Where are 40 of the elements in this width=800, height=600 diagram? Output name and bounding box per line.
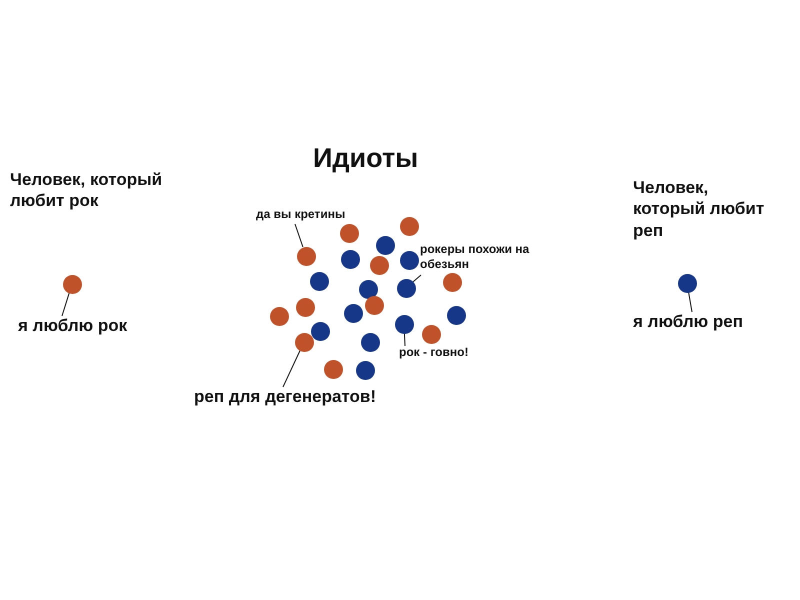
quote-text: я люблю рок xyxy=(18,315,128,336)
dot xyxy=(364,296,384,314)
dot xyxy=(340,250,360,268)
dot xyxy=(394,314,414,334)
dot xyxy=(370,256,388,274)
dot xyxy=(294,332,314,352)
dot xyxy=(396,278,416,298)
dot xyxy=(358,280,378,298)
dot xyxy=(296,246,316,266)
title: Идиоты xyxy=(313,142,418,175)
quote-text: реп для дегенератов! xyxy=(194,386,376,408)
dot xyxy=(446,306,466,324)
dot xyxy=(340,224,358,242)
leader-line xyxy=(282,350,300,388)
dot xyxy=(400,216,418,236)
dot xyxy=(360,332,380,352)
dot xyxy=(356,360,374,380)
dot xyxy=(678,274,696,292)
dot xyxy=(422,324,440,344)
quote-text: рокеры похожи на обезьян xyxy=(420,242,560,272)
dot xyxy=(442,272,462,292)
dot xyxy=(310,272,328,290)
dot xyxy=(344,304,362,322)
leader-line xyxy=(62,292,70,316)
dot xyxy=(296,298,314,316)
dot xyxy=(376,236,394,254)
dot xyxy=(270,306,288,326)
leader-line xyxy=(412,274,422,282)
dot xyxy=(324,360,342,378)
dot xyxy=(310,322,330,340)
heading-text: Человек, который любит рок xyxy=(10,169,164,212)
heading-text: Человек, который любит реп xyxy=(633,177,766,241)
leader-line xyxy=(294,224,304,248)
quote-text: да вы кретины xyxy=(256,207,346,222)
quote-text: я люблю реп xyxy=(633,311,743,332)
dot xyxy=(400,250,418,270)
dot xyxy=(62,274,82,294)
leader-line xyxy=(688,292,692,312)
quote-text: рок - говно! xyxy=(399,345,468,360)
leader-line xyxy=(404,333,406,346)
